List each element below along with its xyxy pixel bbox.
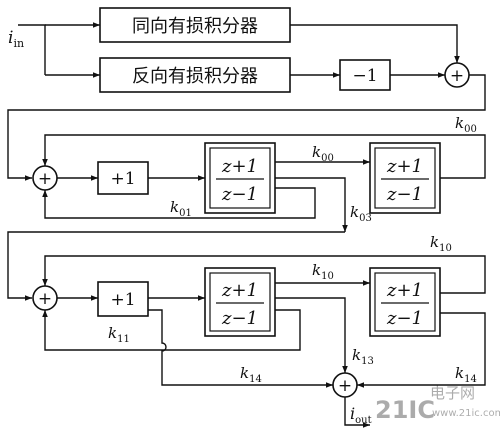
- k00-mid-label: k00: [312, 143, 334, 164]
- gain-minus-one-label: −1: [352, 66, 377, 86]
- output-label: iout: [350, 404, 372, 426]
- wire-k14-left: [148, 309, 333, 388]
- transfer-function-inner-2: [374, 147, 436, 209]
- tf3-numerator: z+1: [221, 280, 258, 301]
- k10-mid-label: k10: [312, 261, 334, 282]
- wire-k10-feedback: [42, 255, 486, 294]
- same-integrator-label: 同向有损积分器: [132, 16, 258, 37]
- summer-section2-sign: +: [38, 169, 52, 189]
- transfer-function-inner-3: [209, 272, 271, 332]
- wire-top-to-second-section: [7, 74, 486, 181]
- wire-k13: [275, 297, 348, 373]
- k13-label: k13: [352, 346, 374, 367]
- wire-k03: [275, 177, 348, 232]
- k01-label: k01: [170, 198, 192, 219]
- plus-one-block-1: [97, 161, 149, 195]
- tf3-denominator: z−1: [221, 308, 258, 329]
- wire-second-to-third-section: [7, 231, 345, 301]
- tf4-numerator: z+1: [386, 280, 423, 301]
- tf1-denominator: z−1: [221, 184, 258, 205]
- tf4-denominator: z−1: [386, 308, 423, 329]
- watermark-cn: 电子网: [430, 384, 475, 402]
- wire-k01-feedback: [42, 187, 316, 219]
- transfer-function-inner-4: [374, 272, 436, 332]
- watermark-logo: 21IC: [375, 396, 435, 424]
- watermark-url: www.21ic.com: [432, 408, 500, 419]
- k14-right-label: k14: [455, 364, 477, 385]
- wire-k00-feedback: [42, 134, 486, 179]
- output-summer-sign: +: [338, 376, 352, 396]
- tf2-denominator: z−1: [386, 184, 423, 205]
- tf2-numerator: z+1: [386, 156, 423, 177]
- k10-top-label: k10: [430, 233, 452, 254]
- k14-left-label: k14: [240, 364, 262, 385]
- input-wire: [18, 24, 46, 75]
- plus-one-block-2: [97, 281, 149, 317]
- k11-label: k11: [108, 324, 130, 345]
- summer-section3-sign: +: [38, 289, 52, 309]
- plus-one-label-2: +1: [110, 290, 135, 310]
- watermark: 电子网 21IC www.21ic.com: [375, 384, 500, 424]
- wire-output: [344, 397, 370, 428]
- wire-k11-stub: [275, 309, 301, 322]
- transfer-function-inner-1: [209, 147, 271, 209]
- reverse-integrator-label: 反向有损积分器: [132, 66, 258, 87]
- top-summer-sign: +: [450, 66, 464, 86]
- k03-label: k03: [350, 203, 372, 224]
- wire-same-to-sum: [290, 24, 460, 63]
- k00-top-label: k00: [455, 114, 477, 135]
- reverse-direction-lossy-integrator: [99, 57, 291, 93]
- wire-k14-right: [357, 312, 486, 388]
- input-label: iin: [8, 28, 24, 50]
- tf1-numerator: z+1: [221, 156, 258, 177]
- gain-minus-one-block: [339, 59, 391, 91]
- wire-k11-feedback: [42, 310, 301, 351]
- plus-one-label-1: +1: [110, 169, 135, 189]
